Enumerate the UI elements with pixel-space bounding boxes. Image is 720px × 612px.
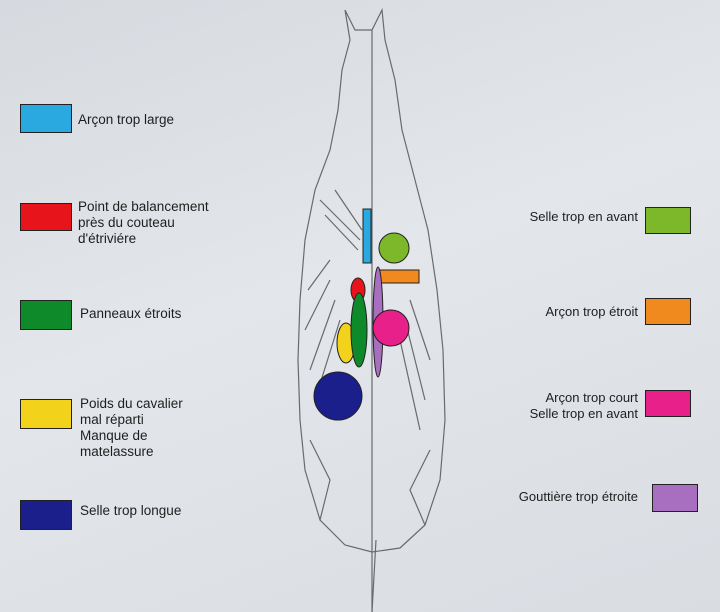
legend-swatch-purple xyxy=(652,484,698,512)
marker-arcon-trop-court xyxy=(372,309,410,347)
legend-label-selle-trop-en-avant: Selle trop en avant xyxy=(529,209,638,224)
legend-swatch-blue xyxy=(20,104,72,133)
marker-arcon-trop-etroit xyxy=(379,269,420,284)
legend-swatch-yellow xyxy=(20,399,72,429)
marker-panneaux-etroits xyxy=(350,292,368,368)
legend-swatch-orange xyxy=(645,298,691,325)
legend-swatch-green xyxy=(20,300,72,330)
legend-label-selle-trop-longue: Selle trop longue xyxy=(80,503,182,518)
legend-label-arcon-trop-etroit: Arçon trop étroit xyxy=(545,304,639,319)
legend-swatch-red xyxy=(20,203,72,231)
legend-label-gouttiere-trop-etroite: Gouttière trop étroite xyxy=(518,489,638,504)
marker-selle-trop-longue xyxy=(313,371,363,421)
legend-swatch-navy xyxy=(20,500,72,530)
marker-selle-trop-en-avant xyxy=(378,232,410,264)
legend-label-poids-cavalier: Poids du cavalier mal réparti Manque de … xyxy=(80,396,183,459)
legend-label-arcon-trop-large: Arçon trop large xyxy=(78,112,175,127)
legend-swatch-light-green xyxy=(645,207,691,234)
marker-arcon-trop-large xyxy=(362,208,372,264)
legend-swatch-magenta xyxy=(645,390,691,417)
horse-outline xyxy=(297,7,446,612)
legend-label-arcon-trop-court: Arçon trop court Selle trop en avant xyxy=(529,390,638,421)
legend-label-panneaux-etroits: Panneaux étroits xyxy=(80,306,182,321)
legend-label-point-balancement: Point de balancement près du couteau d'é… xyxy=(78,199,209,246)
